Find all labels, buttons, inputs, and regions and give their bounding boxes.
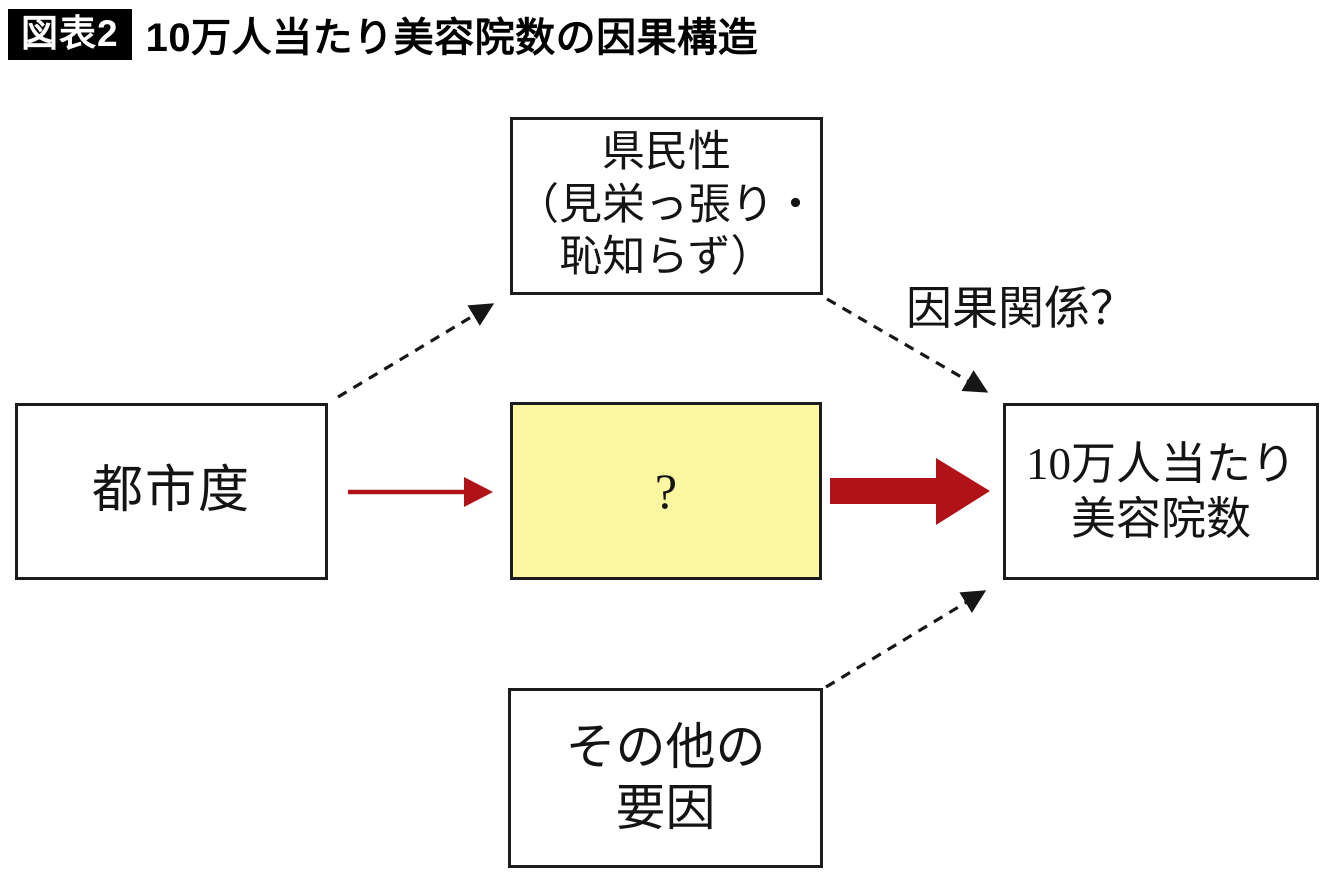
figure-header: 図表2 10万人当たり美容院数の因果構造 <box>8 5 758 63</box>
node-line: 都市度 <box>91 463 251 520</box>
dashed-arrow-urbanization-to-character <box>337 303 495 399</box>
page-title: 10万人当たり美容院数の因果構造 <box>145 16 759 60</box>
node-salon-count: 10万人当たり 美容院数 <box>1003 403 1319 580</box>
node-line: 美容院数 <box>1070 493 1251 544</box>
dashed-arrow-otherfactors-to-salons <box>825 590 987 689</box>
causal-question-label: 因果関係？ <box>906 283 1136 334</box>
red-thin-arrow-head <box>464 477 493 507</box>
node-line: 恥知らず） <box>559 234 774 282</box>
node-line: 県民性 <box>602 129 731 177</box>
figure-number-badge: 図表2 <box>8 8 132 60</box>
node-line: その他の <box>565 719 766 775</box>
node-line: 要因 <box>615 780 716 836</box>
node-other-factors: その他の 要因 <box>508 688 823 868</box>
node-urbanization: 都市度 <box>15 403 328 580</box>
node-line: （見栄っ張り・ <box>516 181 817 229</box>
node-prefectural-character: 県民性 （見栄っ張り・ 恥知らず） <box>510 117 823 295</box>
node-unknown-mediator: ? <box>510 402 822 580</box>
node-line: ? <box>654 462 678 519</box>
red-thick-arrow <box>830 458 990 525</box>
node-line: 10万人当たり <box>1025 438 1296 489</box>
